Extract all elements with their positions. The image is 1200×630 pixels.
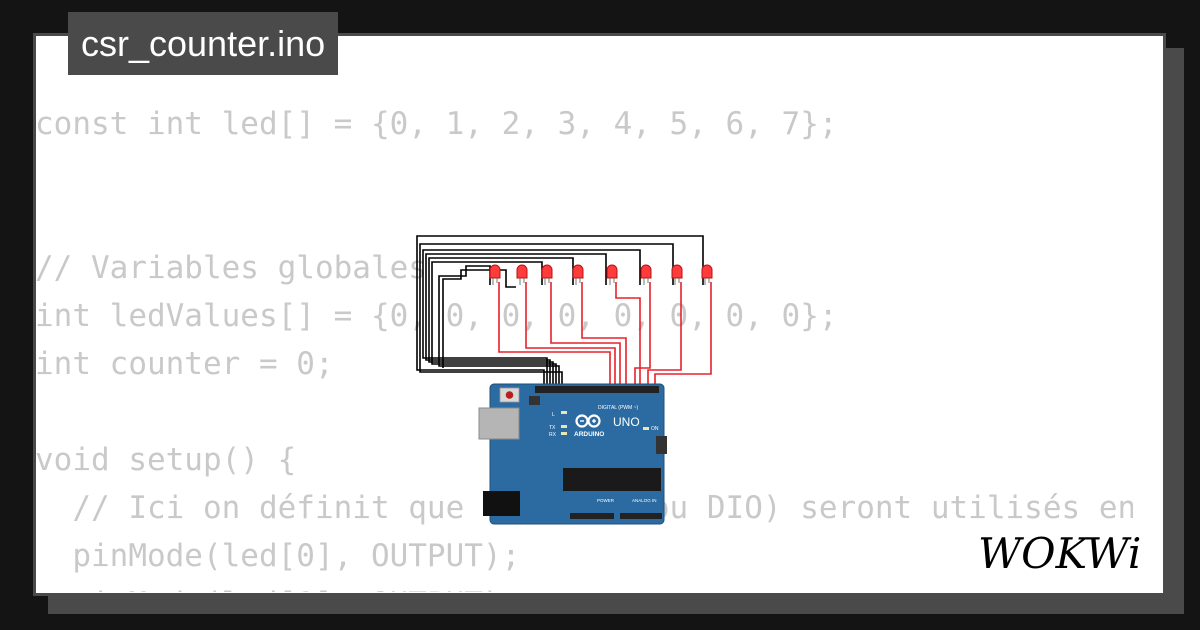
code-line: int counter = 0; bbox=[35, 346, 334, 382]
code-line: const int led[] = {0, 1, 2, 3, 4, 5, 6, … bbox=[35, 106, 838, 142]
arduino-uno-board: DIGITAL (PWM ~) UNO ARDUINO L TX RX ON P… bbox=[478, 383, 667, 525]
usb-port bbox=[478, 407, 520, 440]
analog-label: ANALOG IN bbox=[632, 498, 657, 503]
file-name-tab: csr_counter.ino bbox=[68, 12, 339, 75]
l-label: L bbox=[552, 412, 555, 418]
board-brand: ARDUINO bbox=[574, 431, 604, 438]
led-4 bbox=[606, 264, 618, 285]
red-wires bbox=[498, 282, 712, 386]
led-5 bbox=[640, 264, 652, 285]
atmega-chip bbox=[563, 468, 661, 491]
led-1 bbox=[516, 264, 528, 285]
arduino-logo bbox=[575, 414, 601, 428]
led-row bbox=[489, 264, 713, 285]
led-0 bbox=[489, 264, 501, 285]
power-jack bbox=[483, 491, 520, 516]
circuit-diagram: DIGITAL (PWM ~) UNO ARDUINO L TX RX ON P… bbox=[416, 235, 713, 525]
led-2 bbox=[541, 264, 553, 285]
code-line: pinMode(led[1], OUTPUT); bbox=[35, 580, 1133, 592]
code-line: // Variables globales bbox=[35, 250, 427, 286]
tx-label: TX bbox=[549, 425, 556, 431]
wokwi-logo-text: WOKWi bbox=[978, 529, 1141, 576]
power-label: POWER bbox=[597, 498, 615, 503]
code-line: void setup() { bbox=[35, 442, 297, 478]
led-6 bbox=[671, 264, 683, 285]
rx-label: RX bbox=[549, 432, 557, 438]
led-7 bbox=[701, 264, 713, 285]
board-model: UNO bbox=[613, 415, 640, 429]
icsp-header bbox=[529, 396, 540, 405]
code-line bbox=[35, 148, 1133, 196]
led-3 bbox=[572, 264, 584, 285]
on-label: ON bbox=[651, 426, 659, 432]
black-wires bbox=[416, 235, 704, 386]
code-line: int ledValues[] = {0, 0, 0, 0, 0, 0, 0, … bbox=[35, 298, 838, 334]
wokwi-logo: WOKWi bbox=[978, 529, 1141, 576]
analog-header bbox=[620, 513, 662, 519]
digital-label: DIGITAL (PWM ~) bbox=[598, 405, 638, 411]
digital-header bbox=[535, 386, 659, 393]
power-header bbox=[570, 513, 614, 519]
code-line: pinMode(led[0], OUTPUT); bbox=[35, 538, 521, 574]
